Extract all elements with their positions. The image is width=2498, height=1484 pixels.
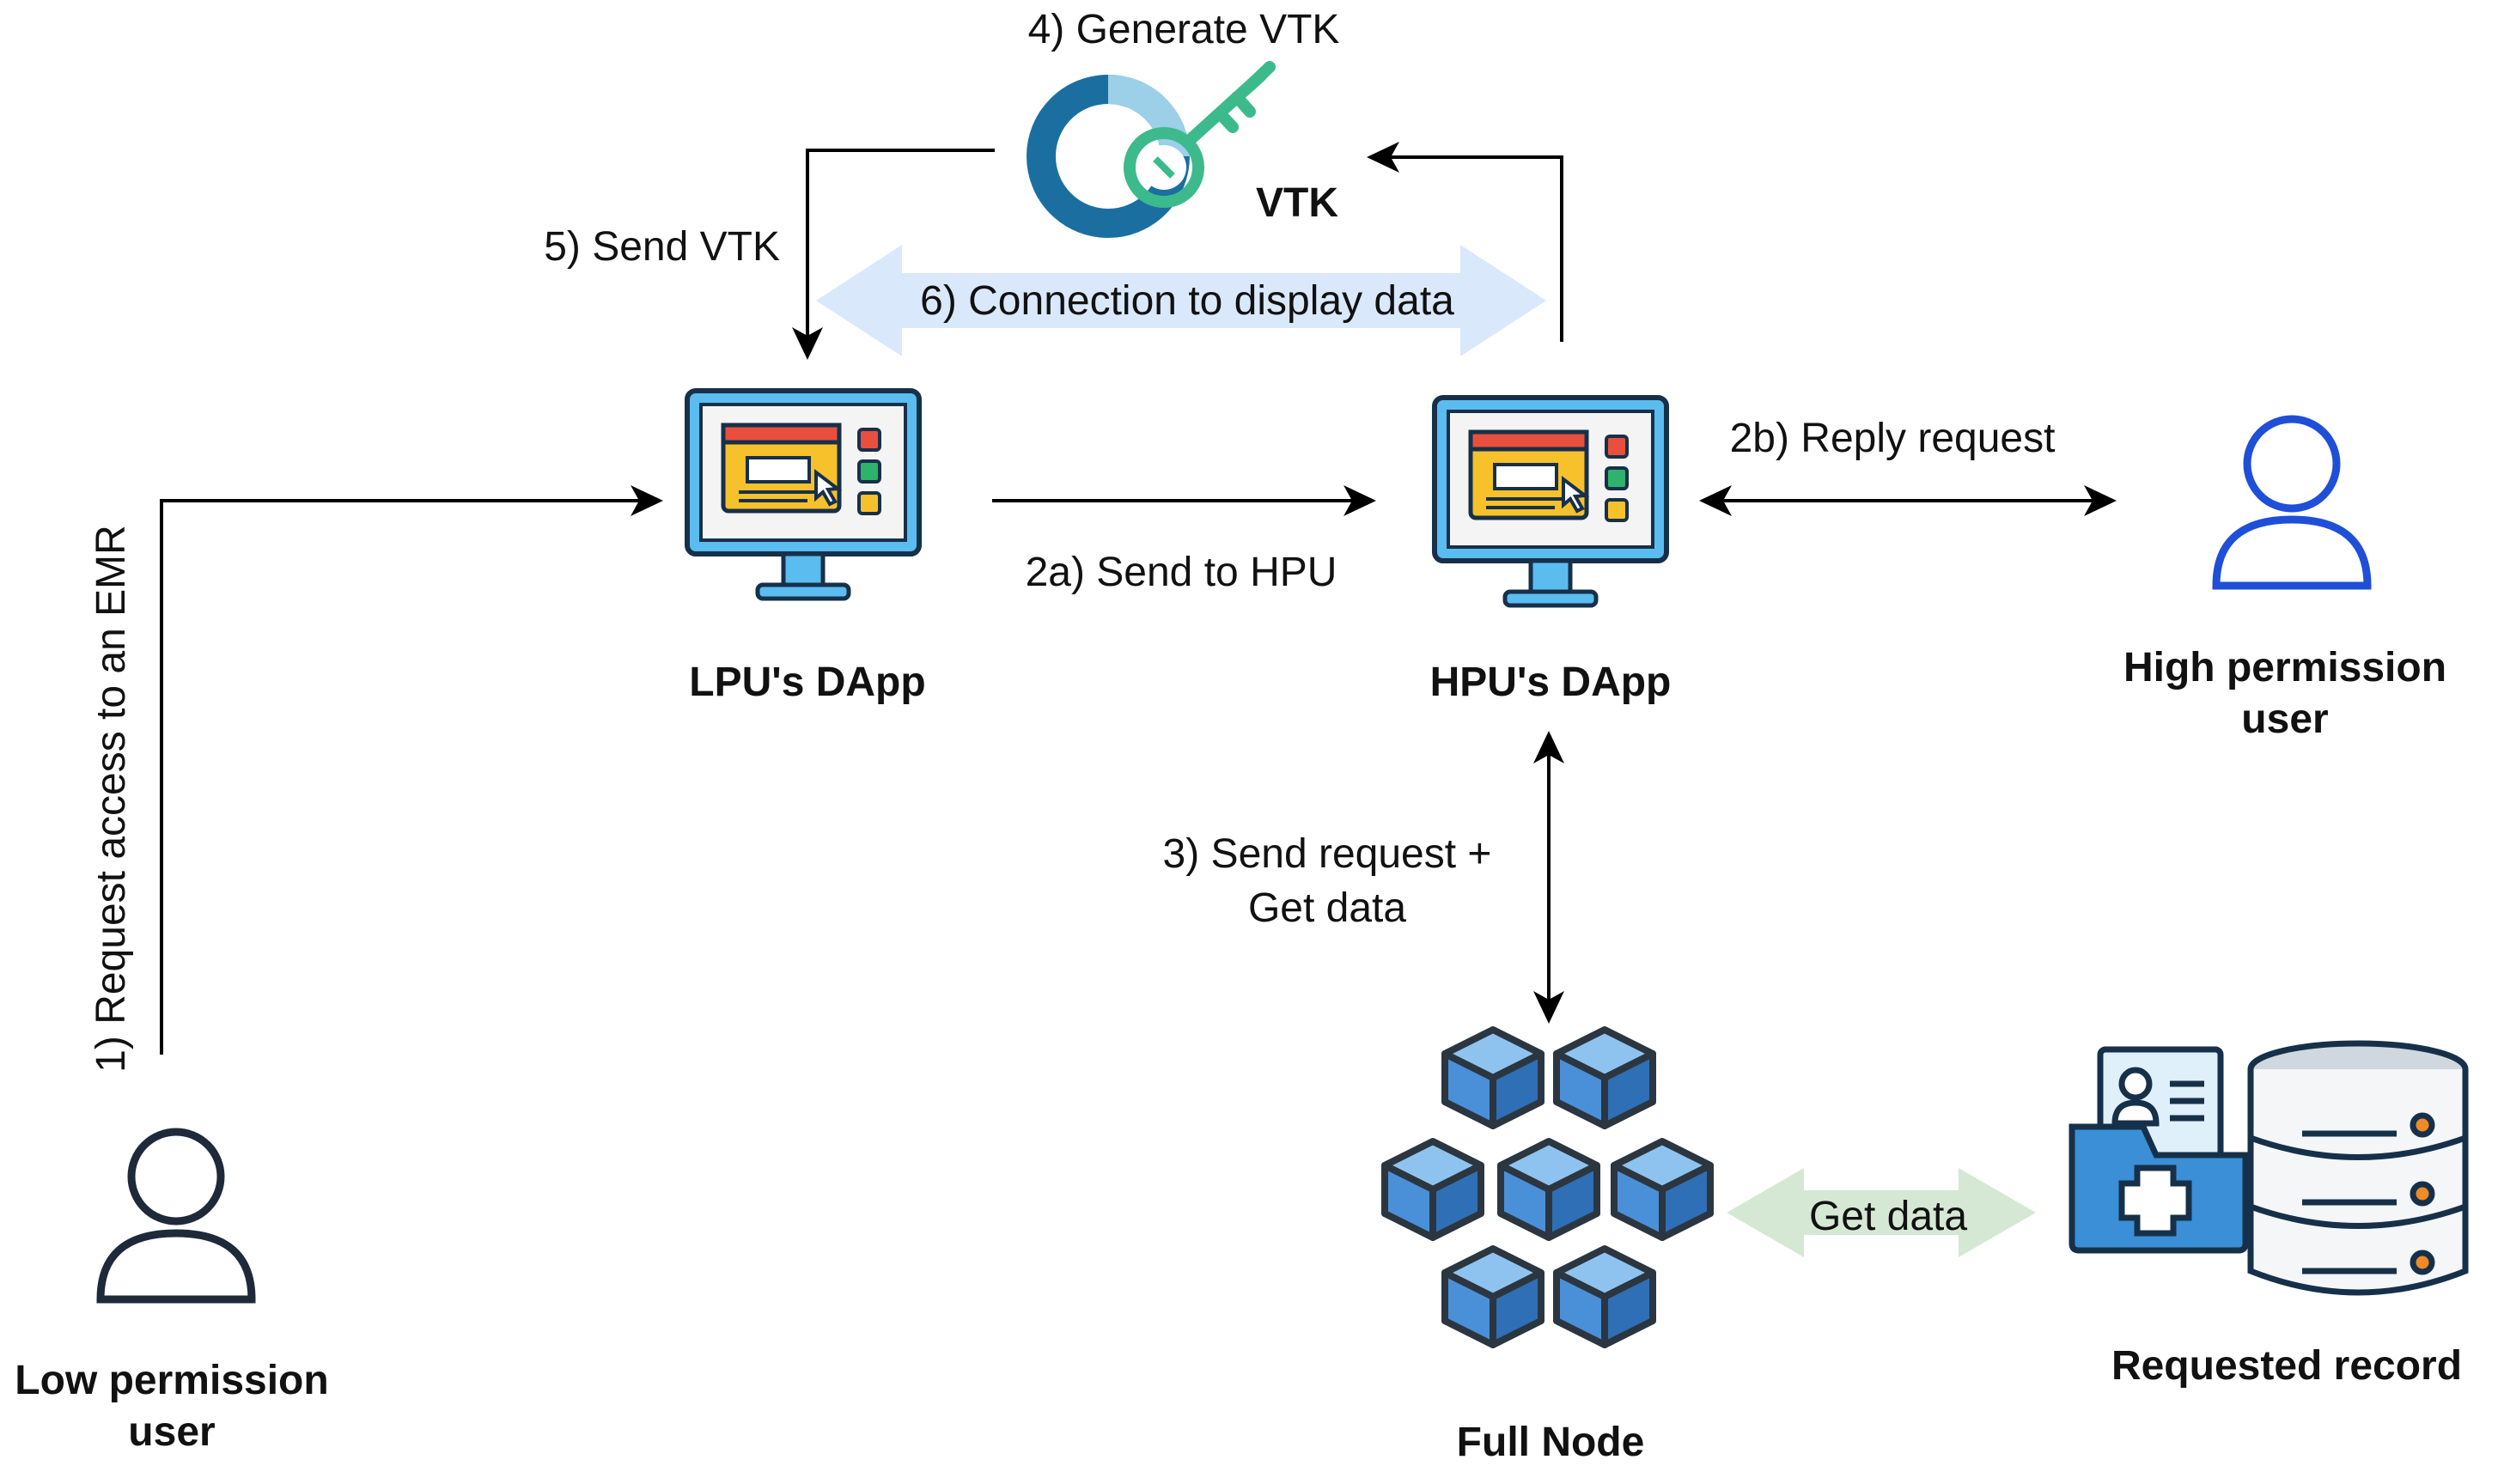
blockchain-cubes-icon <box>1381 1026 1714 1348</box>
get-data-arrow <box>1727 1168 2036 1257</box>
label-get-data: Get data <box>1809 1194 1967 1239</box>
label-vtk: VTK <box>1256 180 1338 226</box>
cube-icon <box>1553 1245 1656 1348</box>
label-low-user-line1: Low permission <box>15 1358 328 1403</box>
cube-icon <box>1381 1138 1484 1241</box>
label-step2b-reply-request: 2b) Reply request <box>1730 416 2056 461</box>
lpu-monitor-icon <box>685 388 922 601</box>
arrow-request-access <box>160 485 663 1055</box>
cube-icon <box>1497 1138 1600 1241</box>
low-permission-user-icon <box>96 1128 256 1304</box>
hpu-monitor-icon <box>1432 395 1669 608</box>
label-step3-line2: Get data <box>1248 885 1406 931</box>
label-hpu-dapp: HPU's DApp <box>1430 660 1672 705</box>
cube-icon <box>1611 1138 1714 1241</box>
high-permission-user-icon <box>2212 415 2372 590</box>
label-step6-connection: 6) Connection to display data <box>920 278 1454 324</box>
label-step3-line1: 3) Send request + <box>1163 831 1492 877</box>
key-icon <box>1027 61 1276 238</box>
label-requested-record: Requested record <box>2111 1343 2462 1389</box>
label-high-user-line2: user <box>2241 696 2328 742</box>
label-step4-generate-vtk: 4) Generate VTK <box>1028 7 1340 52</box>
medical-folder-icon <box>2068 1046 2249 1254</box>
label-low-user-line2: user <box>128 1409 215 1455</box>
connection-arrow <box>816 245 1546 356</box>
label-high-user-line1: High permission <box>2123 645 2446 690</box>
arrow-generate-vtk <box>1367 142 1563 342</box>
label-step5-send-vtk: 5) Send VTK <box>544 224 780 270</box>
label-lpu-dapp: LPU's DApp <box>689 660 925 705</box>
database-icon <box>2247 1040 2469 1296</box>
arrow-send-vtk <box>792 149 995 360</box>
cube-icon <box>1553 1026 1656 1129</box>
label-step1-request-access: 1) Request access to an EMR <box>88 525 134 1073</box>
label-full-node: Full Node <box>1457 1420 1645 1465</box>
cube-icon <box>1441 1026 1544 1129</box>
cube-icon <box>1441 1245 1544 1348</box>
label-step2a-send-to-hpu: 2a) Send to HPU <box>1026 550 1337 595</box>
